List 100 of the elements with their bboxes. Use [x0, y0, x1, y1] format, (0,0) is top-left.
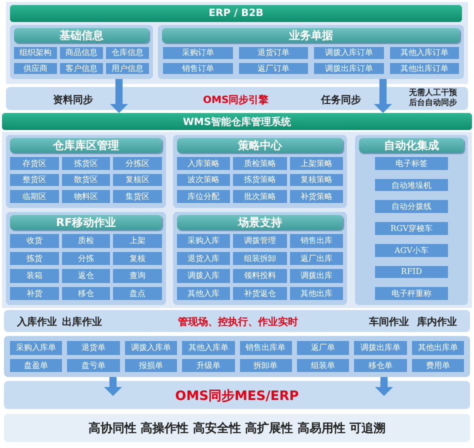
module-cell: 库位分配 — [177, 190, 230, 203]
module-panel — [6, 135, 166, 208]
module-cell: 补货返仓 — [233, 286, 287, 300]
module-cell: 分拣区 — [113, 157, 162, 170]
module-cell: 报损单 — [124, 358, 178, 372]
module-cell: 销售出库 — [290, 234, 343, 248]
module-cell: 移仓 — [62, 286, 110, 300]
module-cell: 复核 — [113, 252, 162, 265]
module-cell: 用户信息 — [106, 62, 149, 74]
module-cell: 收货 — [10, 234, 59, 248]
module-cell: 存货区 — [10, 157, 59, 170]
module-cell: 调拨管理 — [233, 234, 287, 248]
module-cell: 其他入库订单 — [390, 47, 459, 58]
module-cell: 上架 — [113, 234, 162, 248]
module-cell: 装箱 — [10, 269, 59, 282]
module-cell: 电子标签 — [375, 157, 448, 170]
work-band — [4, 310, 470, 332]
module-cell: 销售订单 — [163, 62, 232, 74]
module-panel — [158, 25, 464, 79]
panel-header: 业务单据 — [162, 28, 460, 43]
module-cell: 调拨入库订单 — [314, 47, 384, 58]
module-cell: 拣货 — [10, 252, 59, 265]
module-cell: 其他入库 — [177, 286, 230, 300]
module-panel — [6, 212, 166, 305]
module-cell: 复核策略 — [290, 174, 343, 186]
feature-list: 高协同性 高操作性 高安全性 高扩展性 高易用性 可追溯 — [4, 420, 470, 437]
panel-header: RF移动作业 — [10, 215, 162, 230]
module-cell: 复核区 — [113, 174, 162, 186]
module-cell: 自动分拨线 — [375, 200, 448, 214]
module-cell: 入库策略 — [177, 157, 230, 170]
module-cell: 其他出库 — [290, 286, 343, 300]
band-title: 管现场、控执行、作业实时 — [178, 315, 298, 329]
module-cell: AGV小车 — [375, 244, 448, 257]
module-cell: 其他出库订单 — [390, 62, 459, 74]
module-cell: RFID — [375, 266, 448, 278]
module-cell: 电子秤重称 — [375, 287, 448, 300]
module-cell: 退货订单 — [238, 47, 308, 58]
module-cell: 退货单 — [67, 341, 120, 354]
arrow — [104, 377, 122, 396]
module-panel — [4, 336, 470, 377]
band-label: 出库作业 — [62, 315, 102, 329]
module-cell: 移仓单 — [354, 358, 407, 372]
band-label: 任务同步 — [321, 94, 361, 107]
panel-header: 仓库库区管理 — [10, 138, 162, 153]
module-cell: 盘点 — [113, 286, 162, 300]
module-panel — [355, 135, 468, 305]
module-cell: 查询 — [113, 269, 162, 282]
module-panel — [173, 135, 347, 208]
module-cell: 销售出库单 — [240, 341, 292, 354]
module-cell: 采购入库单 — [10, 341, 62, 354]
module-cell: 调拨入库单 — [124, 341, 178, 354]
module-cell: 升级单 — [182, 358, 234, 372]
sync-band — [6, 87, 468, 110]
module-cell: 费用单 — [412, 358, 464, 372]
band-label: 入库作业 — [17, 315, 57, 329]
panel-header: 策略中心 — [177, 138, 343, 153]
module-cell: 分拣 — [62, 252, 110, 265]
module-cell: 调拨入库 — [177, 269, 230, 282]
module-cell: 拣货策略 — [233, 174, 287, 186]
module-cell: 调拨出库 — [290, 269, 343, 282]
panel-header: 自动化集成 — [359, 138, 464, 153]
module-cell: 上架策略 — [290, 157, 343, 170]
module-panel — [10, 25, 153, 79]
band-title: OMS同步MES/ERP — [174, 388, 300, 405]
panel-header: 场景支持 — [177, 215, 343, 230]
module-cell: 供应商 — [14, 62, 57, 74]
arrow — [374, 79, 392, 113]
module-cell: 调拨出库订单 — [314, 62, 384, 74]
module-cell: 返仓 — [62, 269, 110, 282]
module-cell: 质检 — [62, 234, 110, 248]
module-cell: 退货入库 — [177, 252, 230, 265]
module-cell: RGV穿梭车 — [375, 222, 448, 235]
band-title: OMS同步引擎 — [203, 94, 269, 107]
module-cell: 质检策略 — [233, 157, 287, 170]
module-cell: 返厂订单 — [238, 62, 308, 74]
feature-band — [4, 414, 470, 442]
module-cell: 采购入库 — [177, 234, 230, 248]
module-cell: 返厂出库 — [290, 252, 343, 265]
module-cell: 盘盈单 — [10, 358, 62, 372]
module-cell: 商品信息 — [60, 47, 103, 58]
module-cell: 领料投料 — [233, 269, 287, 282]
module-cell: 其他出库单 — [412, 341, 464, 354]
module-cell: 散货区 — [62, 174, 110, 186]
module-cell: 补货策略 — [290, 190, 343, 203]
module-cell: 批次策略 — [233, 190, 287, 203]
module-cell: 组装拆卸 — [233, 252, 287, 265]
band-note: 无需人工干预后台自动同步 — [409, 88, 458, 108]
title-bar: ERP / B2B — [10, 5, 462, 22]
module-cell: 其他入库单 — [182, 341, 234, 354]
module-cell: 仓库信息 — [106, 47, 149, 58]
module-cell: 波次策略 — [177, 174, 230, 186]
title-bar: WMS智能仓库管理系统 — [2, 113, 472, 130]
band-label: 库内作业 — [417, 315, 457, 329]
arrow — [110, 79, 128, 113]
module-cell: 集货区 — [113, 190, 162, 203]
module-cell: 盘亏单 — [67, 358, 120, 372]
band-label: 车间作业 — [369, 315, 409, 329]
module-panel — [173, 212, 347, 305]
module-cell: 组织架构 — [14, 47, 57, 58]
band-label: 资料同步 — [53, 94, 93, 107]
